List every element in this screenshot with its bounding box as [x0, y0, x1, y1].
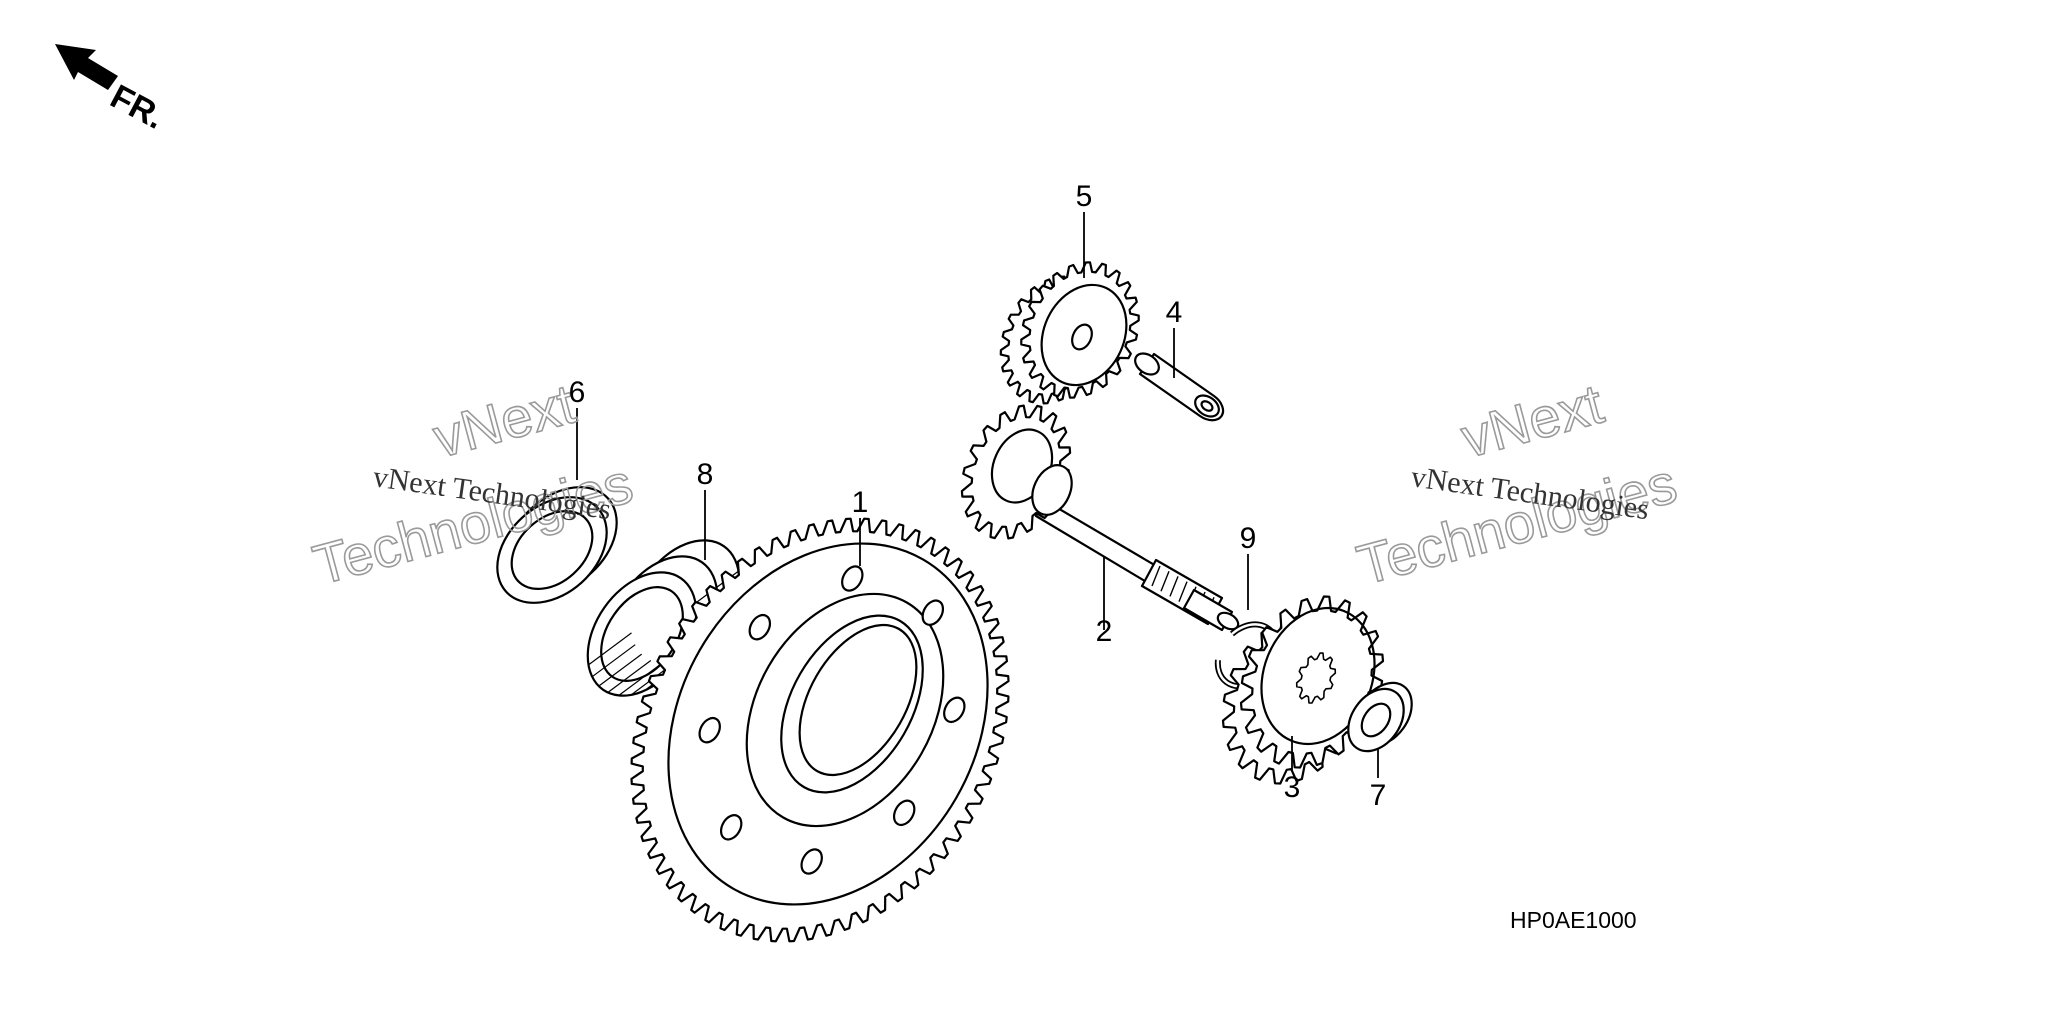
gear-lightening-hole — [892, 799, 916, 827]
callout-9: 9 — [1240, 522, 1257, 555]
drawing-code: HP0AE1000 — [1510, 907, 1637, 933]
idle-gear-part — [999, 261, 1140, 405]
direction-label: FR. — [104, 78, 170, 137]
callout-3: 3 — [1284, 771, 1301, 804]
callout-7: 7 — [1370, 779, 1387, 812]
callout-4: 4 — [1166, 296, 1183, 329]
callout-6: 6 — [569, 376, 586, 409]
shaft-spline-line — [1151, 565, 1161, 587]
front-direction-arrow-icon — [55, 44, 118, 90]
bearing-needle-line — [591, 644, 636, 678]
bearing-needle-line — [598, 653, 643, 687]
final-shaft-part — [960, 404, 1240, 632]
callout-5: 5 — [1076, 180, 1093, 213]
bearing-needle-line — [618, 662, 663, 696]
shaft-spline-line — [1169, 576, 1179, 597]
watermark-brand-outline: vNext — [427, 372, 582, 470]
bearing-needle-line — [607, 660, 652, 693]
shaft-spline-line — [1160, 570, 1170, 592]
final-drive-gear-part — [1221, 595, 1385, 785]
gear-lightening-hole — [719, 814, 743, 841]
gear-lightening-hole — [921, 599, 945, 626]
dowel-pin-part — [1134, 352, 1225, 422]
gear-lightening-hole — [800, 848, 823, 875]
watermark-brand-outline: vNext — [1455, 372, 1610, 470]
gear-lightening-hole — [748, 613, 772, 641]
callout-2: 2 — [1096, 615, 1113, 648]
thrust-washer-part — [1347, 681, 1413, 753]
gear-lightening-hole — [943, 696, 966, 724]
gear-lightening-hole — [841, 565, 864, 592]
callout-1: 1 — [852, 486, 869, 519]
gear-lightening-hole — [698, 716, 721, 744]
callout-8: 8 — [697, 458, 714, 491]
watermark-right: vNext Technologies vNext Technologies — [1350, 371, 1684, 598]
shaft-spline-line — [1178, 581, 1188, 602]
final-driven-gear-part — [630, 517, 1010, 943]
leader-lines — [576, 212, 1379, 778]
bearing-needle-line — [588, 632, 632, 666]
thrust-ring-part — [496, 486, 618, 604]
